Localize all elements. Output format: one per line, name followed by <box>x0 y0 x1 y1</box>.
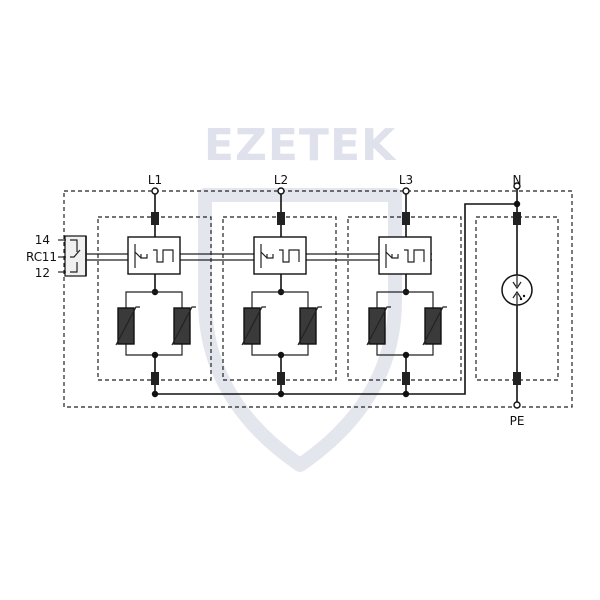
rc-pin-12-label: 12 <box>35 266 50 280</box>
terminal-l3-label: L3 <box>399 173 413 187</box>
fuse-l1-top <box>151 212 159 225</box>
fuse-n-bottom <box>513 372 521 385</box>
thermal-disconnector-l3 <box>378 236 432 275</box>
rc-pin-11-label: 11 <box>42 250 57 264</box>
rc-pin-14-label: 14 <box>35 233 50 247</box>
outer-enclosure <box>63 190 573 408</box>
watermark-shield-logo <box>198 188 402 472</box>
fuse-l2-bottom <box>277 372 285 385</box>
module-l3 <box>366 187 447 398</box>
module-n-gdt <box>501 182 533 409</box>
terminal-n-open <box>513 182 521 190</box>
module-l1 <box>115 187 196 398</box>
common-bus-wire <box>155 203 517 395</box>
thermal-disconnector-l2 <box>253 236 307 275</box>
fuse-l2-top <box>277 212 285 225</box>
terminal-l2-open <box>277 187 285 195</box>
fuse-n-top <box>513 212 521 225</box>
fuse-l1-bottom <box>151 372 159 385</box>
fuse-l3-bottom <box>402 372 410 385</box>
terminal-pe-open <box>513 401 521 409</box>
gas-discharge-tube <box>501 274 533 306</box>
terminal-n-label: N <box>513 173 522 187</box>
thermal-disconnector-l1 <box>127 236 181 275</box>
module-n-outline <box>475 216 559 381</box>
terminal-l1-label: L1 <box>148 173 162 187</box>
remote-contact-block <box>58 235 87 277</box>
watermark-text: EZETEK <box>204 120 397 171</box>
terminal-pe-label: PE <box>510 414 525 428</box>
terminal-l1-open <box>151 187 159 195</box>
terminal-l3-open <box>402 187 410 195</box>
terminal-l2-label: L2 <box>274 173 288 187</box>
rc-label: RC <box>26 250 42 264</box>
module-l2 <box>241 187 322 398</box>
fuse-l3-top <box>402 212 410 225</box>
